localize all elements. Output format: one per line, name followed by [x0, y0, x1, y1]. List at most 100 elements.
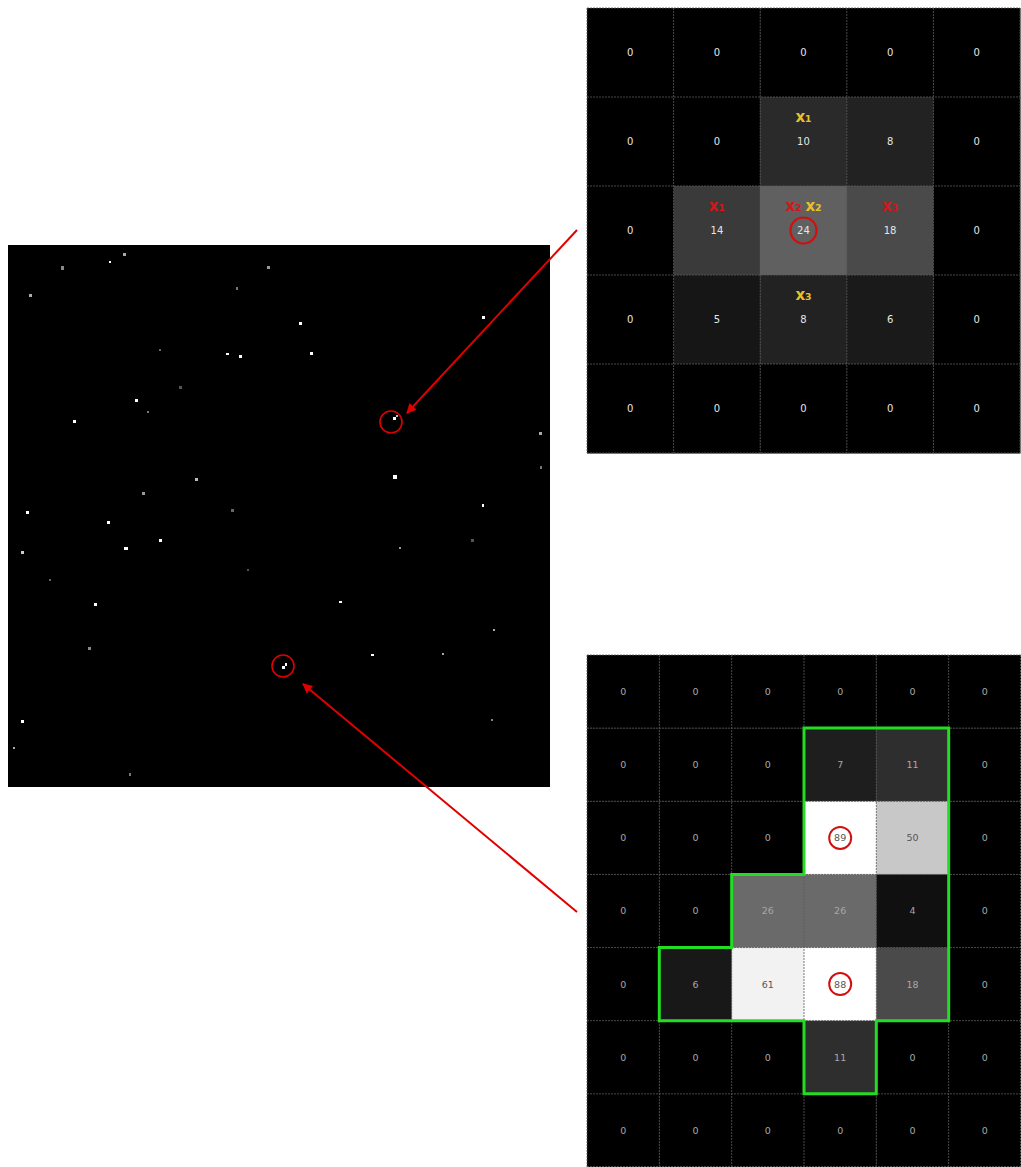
pixel-cell: [587, 1021, 660, 1095]
grid-line: [587, 275, 1020, 276]
pointer-arrow: [407, 230, 577, 413]
pixel-cell: [933, 97, 1020, 187]
pixel-cell: [876, 728, 949, 802]
grid-line: [760, 8, 761, 453]
cell-value: 6: [847, 275, 934, 364]
pixel-cell: [587, 364, 674, 454]
cell-value: 11: [804, 1021, 876, 1094]
cell-value: 8: [760, 275, 847, 364]
pixel-cell: [659, 1094, 732, 1167]
pixel-cell: [659, 728, 732, 802]
grid-line: [587, 453, 1020, 454]
cell-value: 0: [804, 1094, 876, 1167]
cell-value: 0: [876, 655, 948, 728]
cell-value: 0: [949, 1094, 1021, 1167]
pixel-cell: [674, 8, 761, 98]
cell-value: 0: [760, 8, 847, 97]
pixel-cell: [732, 1021, 805, 1095]
pixel-cell: [674, 275, 761, 365]
pixel-cell: [732, 874, 805, 948]
coordinate-label: x₃: [789, 285, 819, 305]
cell-value: 18: [876, 948, 948, 1021]
cell-value: 0: [933, 97, 1020, 186]
pixel-cell: [949, 801, 1021, 875]
coordinate-label: x₁: [789, 107, 819, 127]
pixel-cell: [933, 186, 1020, 276]
cell-value: 11: [876, 728, 948, 801]
pixel-cell: [876, 1021, 949, 1095]
cell-value: 0: [587, 655, 659, 728]
pixel-cell: [587, 8, 674, 98]
pixel-cell: [587, 655, 660, 729]
grid-line: [587, 947, 1021, 948]
cell-value: 0: [732, 1094, 804, 1167]
cell-value: 0: [732, 801, 804, 874]
cell-value: 0: [933, 364, 1020, 453]
pixel-cell: [760, 364, 847, 454]
pixel-cell: [674, 364, 761, 454]
grid-line: [673, 8, 674, 453]
grid-line: [1020, 655, 1021, 1167]
cell-value: 0: [804, 655, 876, 728]
cell-value: 0: [876, 1094, 948, 1167]
cell-value: 0: [732, 655, 804, 728]
cell-value: 0: [659, 874, 731, 947]
pixel-cell: [587, 275, 674, 365]
grid-line: [587, 655, 588, 1167]
cell-value: 6: [659, 948, 731, 1021]
pixel-cell: [732, 948, 805, 1022]
grid-line: [846, 8, 847, 453]
grid-line: [587, 655, 1021, 656]
cell-value: 0: [949, 1021, 1021, 1094]
pixel-cell: [587, 728, 660, 802]
pixel-cell: [804, 1021, 877, 1095]
cell-value: 0: [587, 1094, 659, 1167]
pixel-cell: [949, 728, 1021, 802]
pixel-cell: [659, 801, 732, 875]
pixel-cell: [876, 801, 949, 875]
cell-value: 0: [674, 364, 761, 453]
cell-value: 0: [674, 8, 761, 97]
cell-value: 0: [933, 186, 1020, 275]
cell-value: 0: [659, 655, 731, 728]
cell-value: 0: [933, 8, 1020, 97]
pixel-cell: [949, 1094, 1021, 1167]
pixel-cell: [587, 874, 660, 948]
cell-value: 10: [760, 97, 847, 186]
pixel-cell: [876, 874, 949, 948]
cell-value: 0: [876, 1021, 948, 1094]
cell-value: 7: [804, 728, 876, 801]
cell-value: 18: [847, 186, 934, 275]
pixel-cell: [732, 655, 805, 729]
cell-value: 0: [674, 97, 761, 186]
cell-value: 4: [876, 874, 948, 947]
cell-value: 61: [732, 948, 804, 1021]
cell-value: 0: [587, 97, 674, 186]
pixel-cell: [760, 8, 847, 98]
pointer-arrow: [303, 684, 577, 912]
pixel-cell: [587, 1094, 660, 1167]
grid-line: [587, 8, 1020, 9]
grid-line: [659, 655, 660, 1167]
cell-value: 0: [949, 948, 1021, 1021]
pixel-cell: [760, 275, 847, 365]
cell-value: 0: [587, 186, 674, 275]
cell-value: 0: [587, 801, 659, 874]
cell-value: 24: [760, 186, 847, 275]
cell-value: 50: [876, 801, 948, 874]
stars: [13, 253, 542, 776]
cell-value: 0: [587, 275, 674, 364]
pixel-cell: [732, 801, 805, 875]
star-image: [8, 245, 550, 787]
pixel-cell: [659, 655, 732, 729]
coordinate-label: x₂: [799, 196, 829, 216]
pixel-cell: [847, 97, 934, 187]
pixel-cell: [760, 97, 847, 187]
cell-value: 0: [587, 364, 674, 453]
cell-value: 0: [949, 655, 1021, 728]
pixel-cell: [847, 364, 934, 454]
pixel-cells: [587, 8, 1021, 1167]
coordinate-label: x₂: [779, 196, 809, 216]
cell-value: 0: [847, 8, 934, 97]
cell-value: 26: [732, 874, 804, 947]
